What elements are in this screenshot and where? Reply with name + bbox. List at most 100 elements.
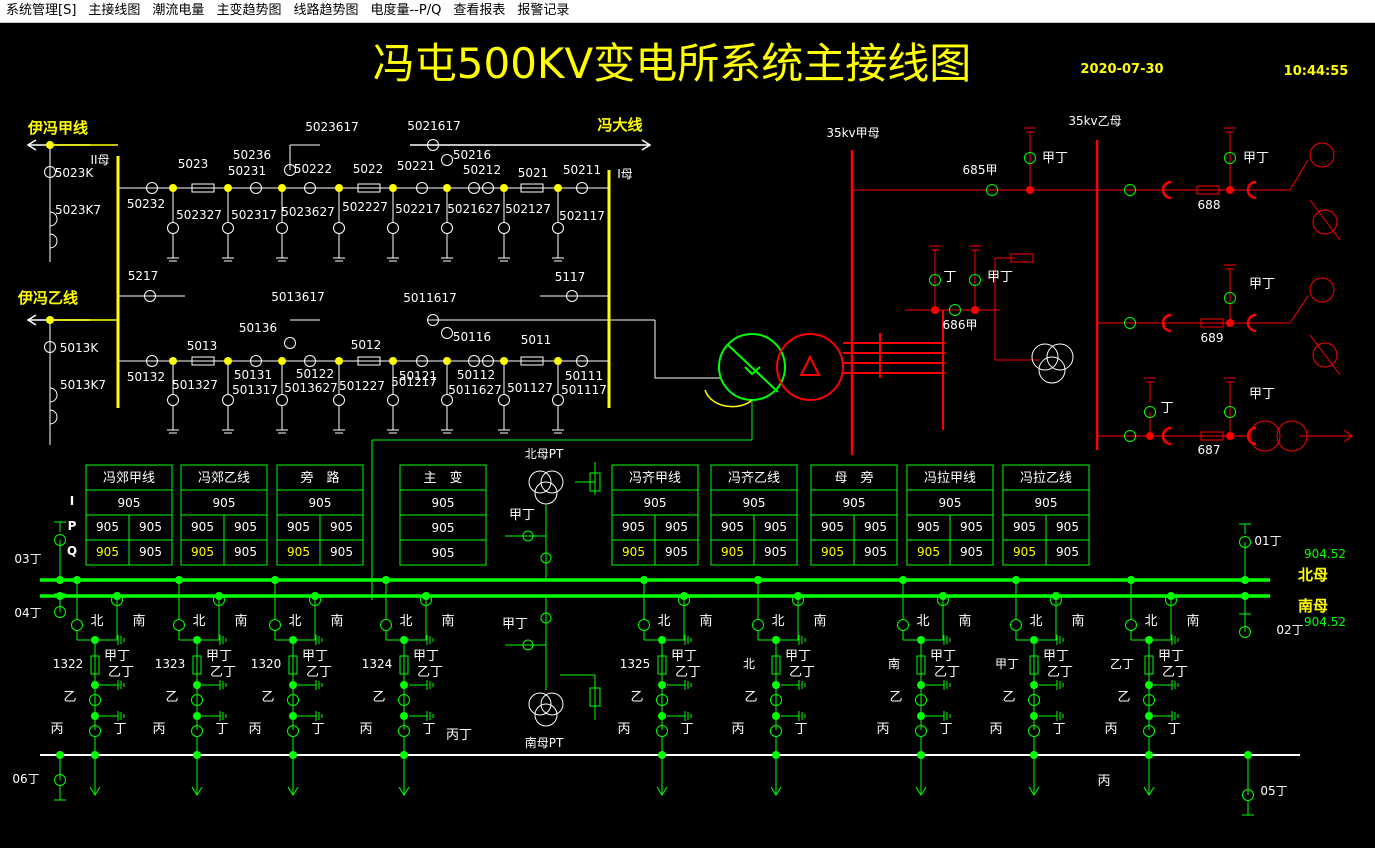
disconnector[interactable] xyxy=(441,154,453,166)
disconnector-220kv[interactable] xyxy=(678,594,690,606)
disconnector[interactable] xyxy=(427,139,439,151)
disconnector-220kv[interactable] xyxy=(398,725,410,737)
disconnector-220kv[interactable] xyxy=(937,594,949,606)
disconnector-220kv[interactable] xyxy=(897,619,909,631)
disconnector-220kv[interactable] xyxy=(89,725,101,737)
disconnector[interactable] xyxy=(146,355,158,367)
disconnector-35kv[interactable] xyxy=(969,274,981,286)
disconnector-35kv[interactable] xyxy=(1024,152,1036,164)
earth-switch[interactable] xyxy=(276,394,288,406)
earth-switch[interactable] xyxy=(552,222,564,234)
disconnector[interactable] xyxy=(304,355,316,367)
breaker-220kv[interactable] xyxy=(399,655,409,675)
menu-view-report[interactable]: 查看报表 xyxy=(453,3,506,18)
breaker-220kv[interactable] xyxy=(1144,655,1154,675)
disconnector-220kv[interactable] xyxy=(656,725,668,737)
menu-main-wiring[interactable]: 主接线图 xyxy=(88,3,141,18)
earth-switch[interactable] xyxy=(441,394,453,406)
disconnector-220kv[interactable] xyxy=(1028,725,1040,737)
disconnector-220kv[interactable] xyxy=(191,725,203,737)
menu-alarm-log[interactable]: 报警记录 xyxy=(517,3,570,18)
menu-power-flow[interactable]: 潮流电量 xyxy=(152,3,205,18)
disconnector-220kv[interactable] xyxy=(191,694,203,706)
disconnector-220kv[interactable] xyxy=(770,725,782,737)
disconnector-220kv[interactable] xyxy=(770,694,782,706)
disconnector[interactable] xyxy=(250,182,262,194)
disconnector-220kv[interactable] xyxy=(54,774,66,786)
earth-switch[interactable] xyxy=(387,394,399,406)
disconnector[interactable] xyxy=(576,355,588,367)
earth-switch[interactable] xyxy=(276,222,288,234)
breaker-220kv[interactable] xyxy=(771,655,781,675)
breaker-35kv[interactable] xyxy=(1010,253,1034,263)
earth-switch[interactable] xyxy=(167,222,179,234)
disconnector-220kv[interactable] xyxy=(1239,626,1251,638)
disconnector-220kv[interactable] xyxy=(420,594,432,606)
disconnector-35kv[interactable] xyxy=(986,184,998,196)
disconnector[interactable] xyxy=(284,337,296,349)
disconnector[interactable] xyxy=(44,341,56,353)
disconnector-220kv[interactable] xyxy=(792,594,804,606)
disconnector[interactable] xyxy=(468,355,480,367)
disconnector-35kv[interactable] xyxy=(929,274,941,286)
disconnector[interactable] xyxy=(44,166,56,178)
disconnector[interactable] xyxy=(566,290,578,302)
disconnector-220kv[interactable] xyxy=(54,606,66,618)
earth-switch[interactable] xyxy=(222,394,234,406)
disconnector-220kv[interactable] xyxy=(269,619,281,631)
disconnector[interactable] xyxy=(284,164,296,176)
disconnector-35kv[interactable] xyxy=(1124,317,1136,329)
breaker-500kv[interactable] xyxy=(357,183,381,193)
disconnector[interactable] xyxy=(468,182,480,194)
breaker-500kv[interactable] xyxy=(520,356,544,366)
disconnector-220kv[interactable] xyxy=(287,694,299,706)
earth-switch[interactable] xyxy=(498,394,510,406)
disconnector-220kv[interactable] xyxy=(1050,594,1062,606)
south-bus-pt[interactable] xyxy=(505,596,601,727)
disconnector-220kv[interactable] xyxy=(89,694,101,706)
breaker-35kv[interactable] xyxy=(1196,185,1220,195)
menu-energy-pq[interactable]: 电度量--P/Q xyxy=(370,3,442,18)
disconnector-220kv[interactable] xyxy=(309,594,321,606)
disconnector-35kv[interactable] xyxy=(1124,184,1136,196)
main-transformer[interactable] xyxy=(371,333,844,600)
earth-switch[interactable] xyxy=(333,394,345,406)
disconnector-220kv[interactable] xyxy=(287,725,299,737)
disconnector-35kv[interactable] xyxy=(1124,430,1136,442)
disconnector-35kv[interactable] xyxy=(1144,406,1156,418)
menu-system-management[interactable]: 系统管理[S] xyxy=(6,3,77,18)
breaker-35kv[interactable] xyxy=(1200,318,1224,328)
disconnector[interactable] xyxy=(441,327,453,339)
disconnector-220kv[interactable] xyxy=(398,694,410,706)
earth-switch[interactable] xyxy=(387,222,399,234)
disconnector-35kv[interactable] xyxy=(1224,152,1236,164)
earth-switch[interactable] xyxy=(222,222,234,234)
breaker-220kv[interactable] xyxy=(657,655,667,675)
disconnector-220kv[interactable] xyxy=(1028,694,1040,706)
menu-line-trend[interactable]: 线路趋势图 xyxy=(293,3,359,18)
disconnector[interactable] xyxy=(416,182,428,194)
breaker-500kv[interactable] xyxy=(357,356,381,366)
breaker-500kv[interactable] xyxy=(191,356,215,366)
disconnector-220kv[interactable] xyxy=(638,619,650,631)
earth-switch[interactable] xyxy=(333,222,345,234)
breaker-35kv[interactable] xyxy=(1200,431,1224,441)
disconnector-35kv[interactable] xyxy=(1224,406,1236,418)
disconnector[interactable] xyxy=(144,290,156,302)
disconnector-220kv[interactable] xyxy=(1125,619,1137,631)
breaker-500kv[interactable] xyxy=(520,183,544,193)
disconnector[interactable] xyxy=(250,355,262,367)
north-bus-pt[interactable] xyxy=(505,462,601,580)
disconnector[interactable] xyxy=(427,314,439,326)
disconnector-35kv[interactable] xyxy=(1224,292,1236,304)
breaker-220kv[interactable] xyxy=(1029,655,1039,675)
earth-switch[interactable] xyxy=(552,394,564,406)
breaker-220kv[interactable] xyxy=(192,655,202,675)
disconnector[interactable] xyxy=(416,355,428,367)
disconnector-220kv[interactable] xyxy=(1010,619,1022,631)
disconnector[interactable] xyxy=(482,355,494,367)
disconnector[interactable] xyxy=(304,182,316,194)
breaker-220kv[interactable] xyxy=(916,655,926,675)
earth-switch[interactable] xyxy=(441,222,453,234)
disconnector-220kv[interactable] xyxy=(1242,789,1254,801)
